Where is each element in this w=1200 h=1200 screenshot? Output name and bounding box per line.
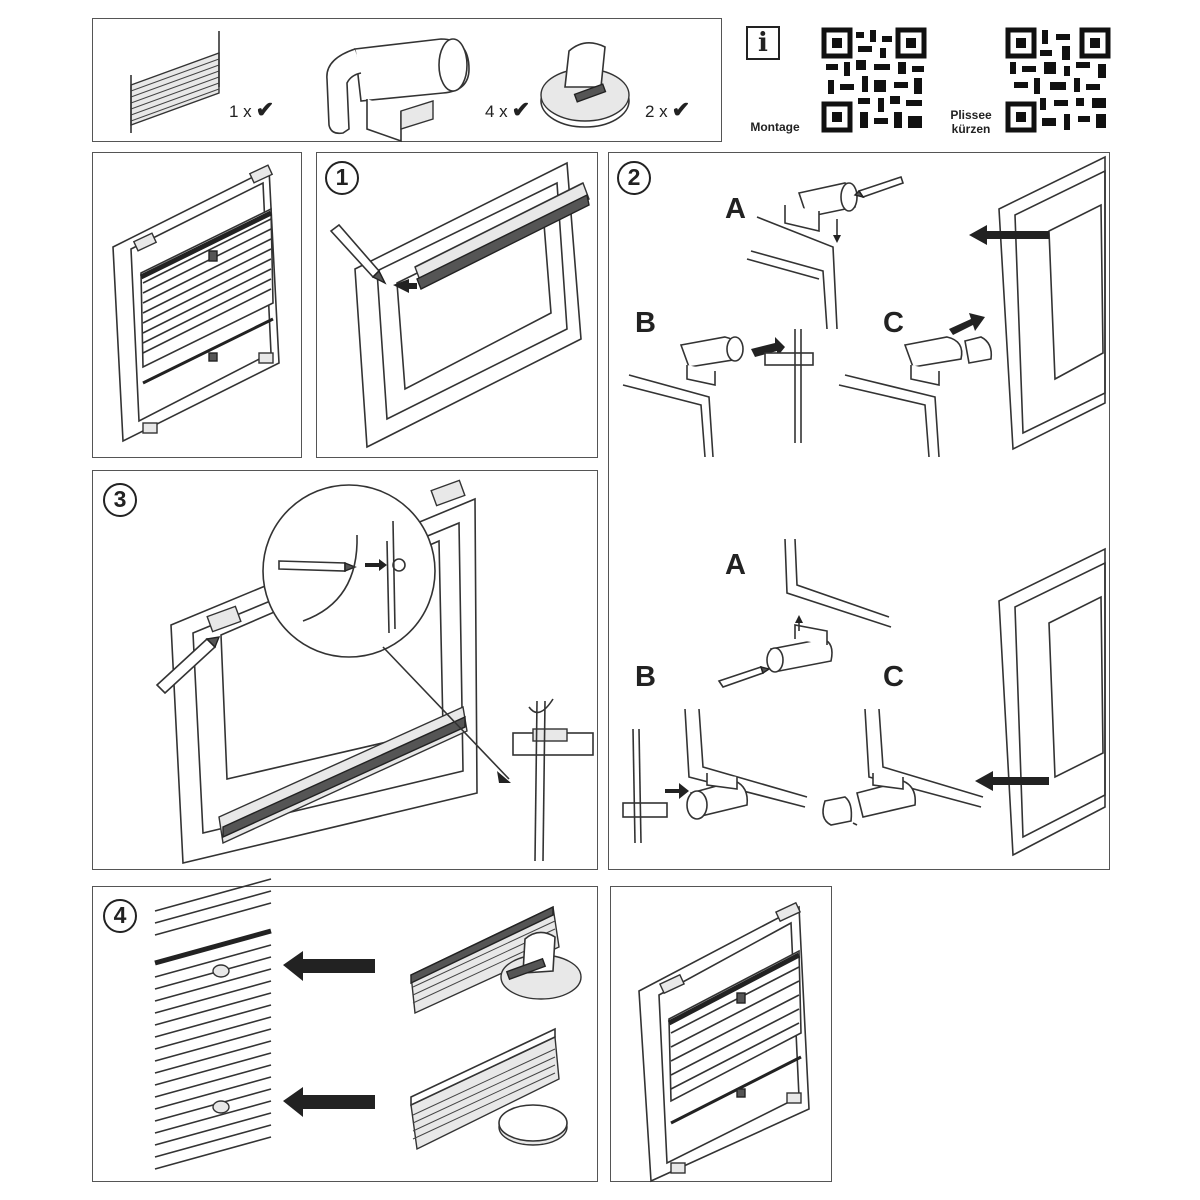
step-number-3: 3 bbox=[103, 483, 137, 517]
step-number-1: 1 bbox=[325, 161, 359, 195]
step-2-label-b-top: B bbox=[635, 307, 656, 339]
step-2-label-a-bottom: A bbox=[725, 549, 746, 581]
checkmark-icon: ✔ bbox=[511, 97, 531, 122]
step-2-label-c-bottom: C bbox=[883, 661, 904, 693]
step-4-panel: 4 bbox=[92, 878, 598, 1182]
part-qty-handle: 2 x✔ bbox=[645, 97, 691, 122]
step-4-illustration bbox=[154, 878, 582, 1170]
parts-panel: 1 x✔ 4 x✔ 2 x✔ bbox=[92, 18, 722, 143]
step-3-illustration bbox=[155, 479, 594, 865]
step-2-illustration bbox=[622, 155, 1106, 857]
step-2-label-b-bottom: B bbox=[635, 661, 656, 693]
checkmark-icon: ✔ bbox=[255, 97, 275, 122]
step-1-panel: 1 bbox=[316, 152, 598, 458]
final-result-panel bbox=[610, 886, 832, 1183]
step-2-label-c-top: C bbox=[883, 307, 904, 339]
qr-code-icon[interactable] bbox=[1005, 27, 1111, 133]
final-mounted-blind-illustration bbox=[638, 901, 810, 1183]
step-number-4: 4 bbox=[103, 899, 137, 933]
mounting-bracket-part-illustration bbox=[326, 38, 470, 143]
mounted-blind-illustration bbox=[112, 164, 280, 443]
pleated-blind-part-illustration bbox=[130, 31, 220, 133]
step-2-label-a-top: A bbox=[725, 193, 746, 225]
step-number-2: 2 bbox=[617, 161, 651, 195]
step-2-panel: 2 A B C A B C bbox=[608, 152, 1110, 870]
qr-code-icon[interactable] bbox=[821, 27, 927, 133]
part-qty-blind: 1 x✔ bbox=[229, 97, 275, 122]
checkmark-icon: ✔ bbox=[671, 97, 691, 122]
step-3-panel: 3 2x bbox=[92, 470, 598, 870]
overview-panel bbox=[92, 152, 302, 458]
part-qty-bracket: 4 x✔ bbox=[485, 97, 531, 122]
step-1-illustration bbox=[329, 161, 590, 449]
qr-label-montage: Montage bbox=[750, 120, 800, 134]
info-icon: i bbox=[746, 26, 780, 60]
handle-part-illustration bbox=[540, 42, 630, 128]
